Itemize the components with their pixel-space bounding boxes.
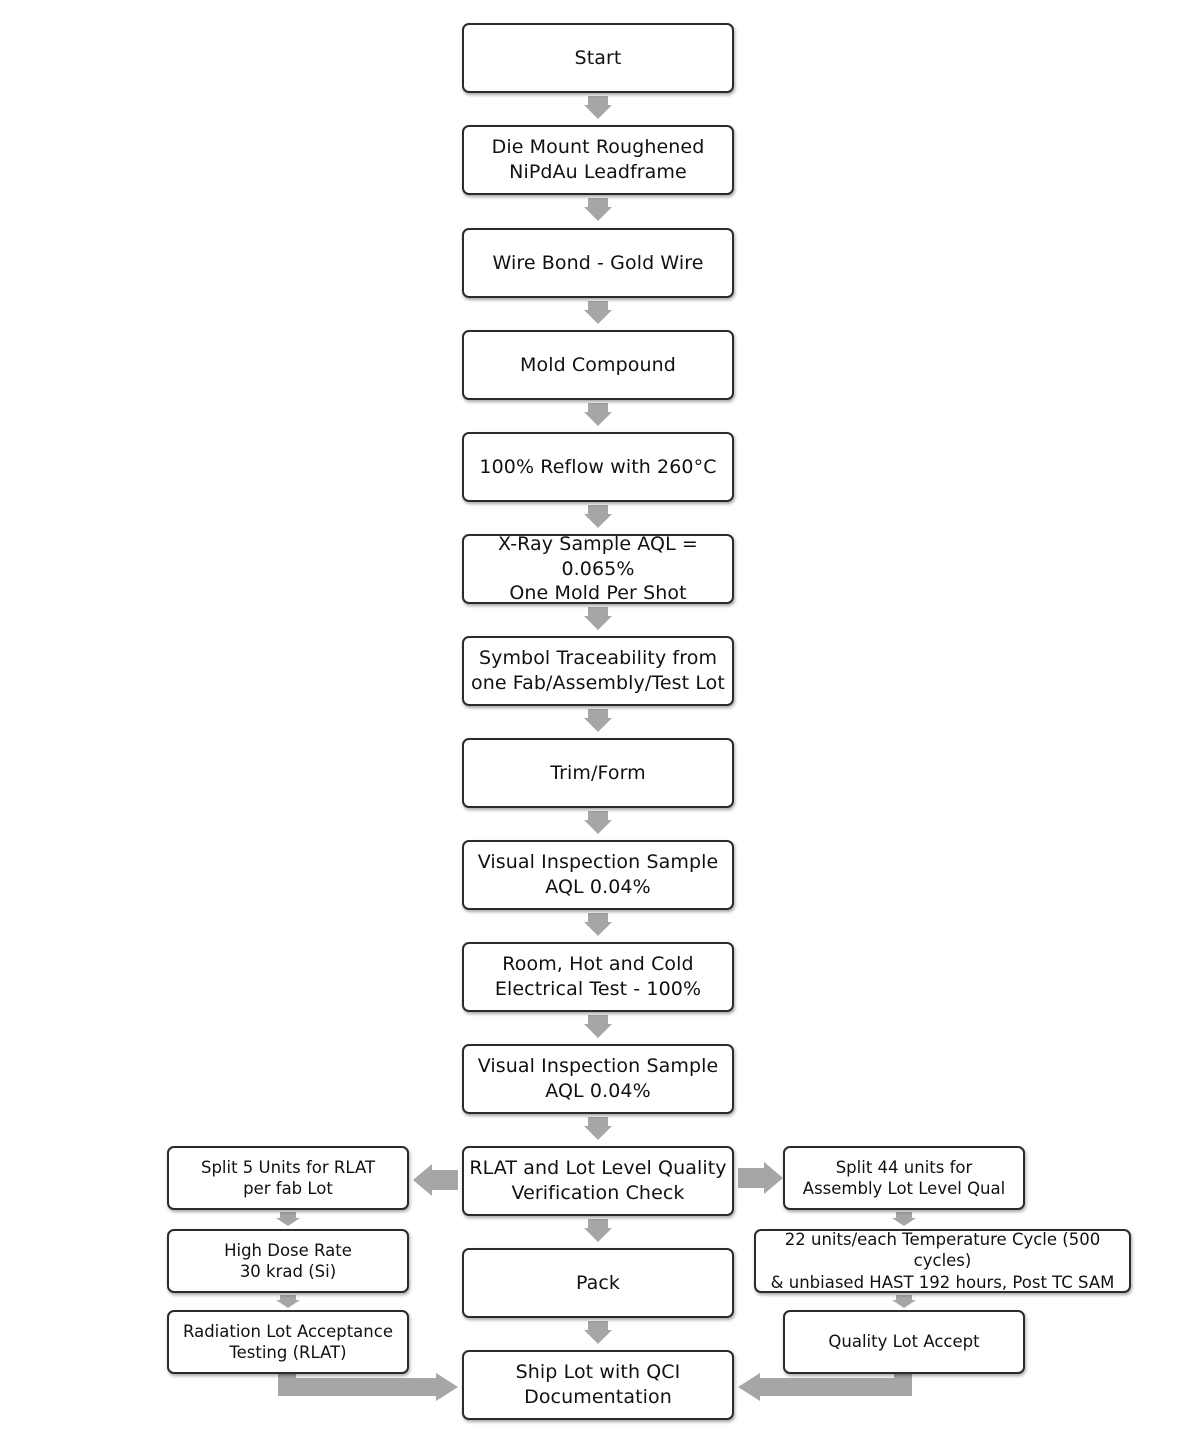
right-split-qual: Split 44 units for Assembly Lot Level Qu… (783, 1146, 1025, 1210)
arrow-down-13 (584, 1321, 612, 1344)
arrow-down-3 (584, 301, 612, 324)
arrow-down-8 (584, 811, 612, 834)
arrow-down-1 (584, 96, 612, 119)
arrow-down-6 (584, 607, 612, 630)
arrow-down-4 (584, 403, 612, 426)
left-high-dose-rate: High Dose Rate 30 krad (Si) (167, 1229, 409, 1293)
left-split-rlat: Split 5 Units for RLAT per fab Lot (167, 1146, 409, 1210)
left-rlat-testing: Radiation Lot Acceptance Testing (RLAT) (167, 1310, 409, 1374)
arrow-left-down-2 (276, 1295, 300, 1308)
step-trim-form: Trim/Form (462, 738, 734, 808)
step-reflow: 100% Reflow with 260°C (462, 432, 734, 502)
step-rlat-check: RLAT and Lot Level Quality Verification … (462, 1146, 734, 1216)
arrow-left-to-ship (278, 1373, 458, 1401)
arrow-down-2 (584, 198, 612, 221)
step-visual-inspection-1: Visual Inspection Sample AQL 0.04% (462, 840, 734, 910)
right-temp-cycle-hast: 22 units/each Temperature Cycle (500 cyc… (754, 1229, 1131, 1293)
arrow-down-5 (584, 505, 612, 528)
arrow-right-to-ship (738, 1373, 912, 1401)
step-visual-inspection-2: Visual Inspection Sample AQL 0.04% (462, 1044, 734, 1114)
right-quality-lot-accept: Quality Lot Accept (783, 1310, 1025, 1374)
step-ship: Ship Lot with QCI Documentation (462, 1350, 734, 1420)
arrow-right-down-2 (892, 1295, 916, 1308)
step-start: Start (462, 23, 734, 93)
arrow-down-11 (584, 1117, 612, 1140)
step-mold: Mold Compound (462, 330, 734, 400)
step-xray: X-Ray Sample AQL = 0.065% One Mold Per S… (462, 533, 734, 604)
step-symbol-traceability: Symbol Traceability from one Fab/Assembl… (462, 636, 734, 706)
arrow-left-down-1 (276, 1212, 300, 1226)
step-die-mount: Die Mount Roughened NiPdAu Leadframe (462, 125, 734, 195)
arrow-right-branch (738, 1162, 783, 1194)
step-wire-bond: Wire Bond - Gold Wire (462, 228, 734, 298)
arrow-down-12 (584, 1219, 612, 1242)
arrow-right-down-1 (892, 1212, 916, 1226)
step-electrical-test: Room, Hot and Cold Electrical Test - 100… (462, 942, 734, 1012)
arrow-down-10 (584, 1015, 612, 1038)
arrow-left-branch (413, 1164, 458, 1196)
arrow-down-9 (584, 913, 612, 936)
arrow-down-7 (584, 709, 612, 732)
step-pack: Pack (462, 1248, 734, 1318)
